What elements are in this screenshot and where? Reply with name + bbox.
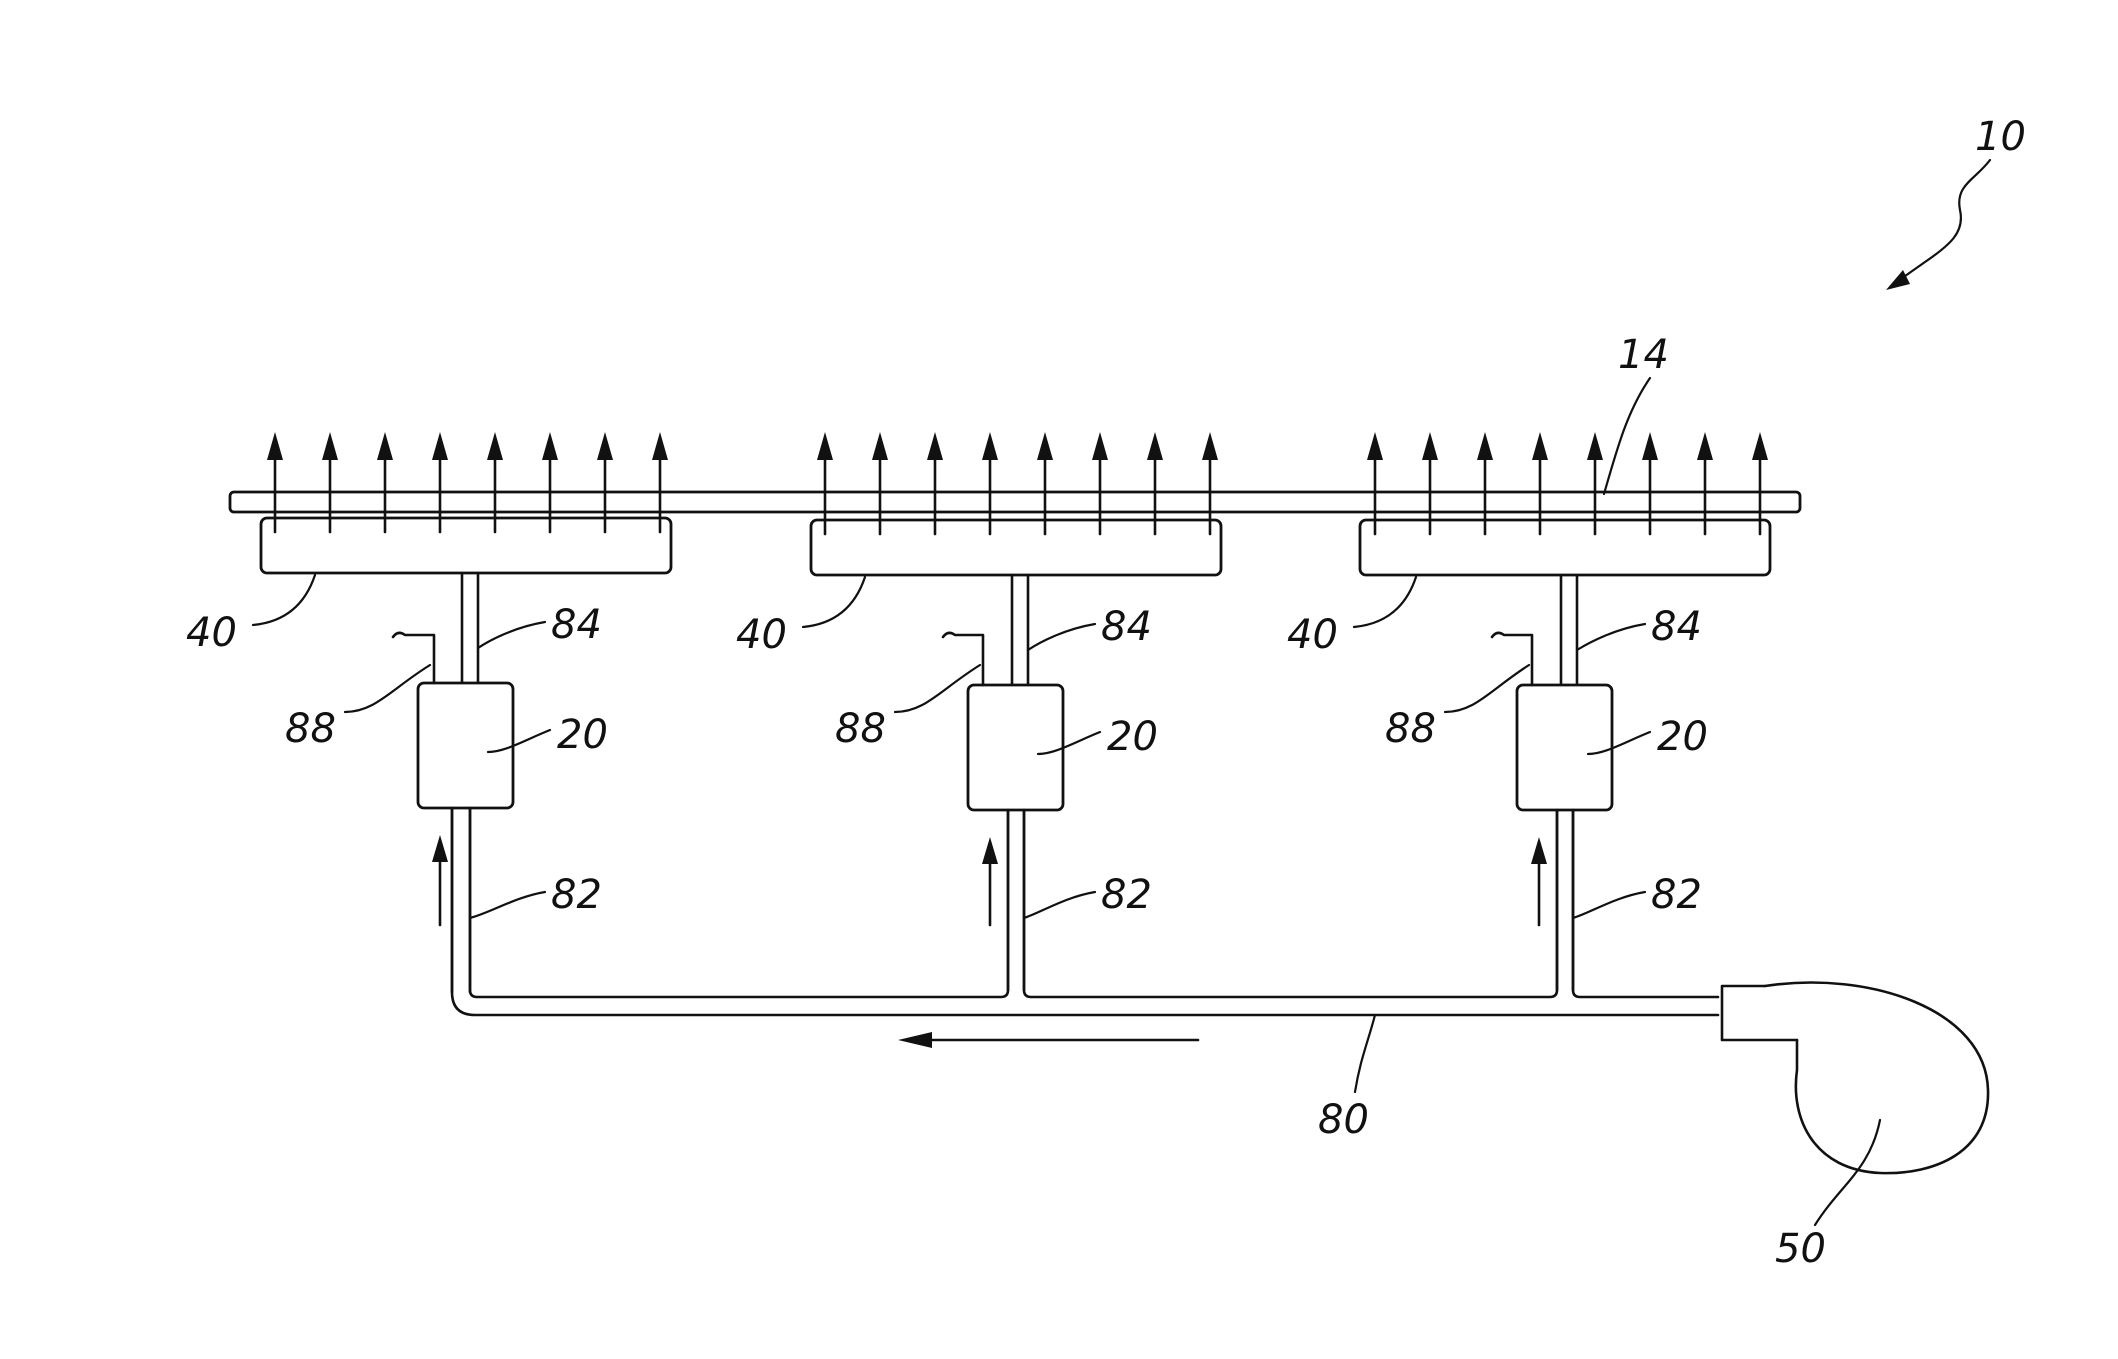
plenum-40: [1360, 520, 1770, 575]
label-50: 50: [1775, 1226, 1826, 1272]
label-88: 88: [285, 706, 336, 752]
main-duct-lower: [452, 808, 1718, 1015]
label-82: 82: [1651, 872, 1702, 918]
leader-14: [1604, 378, 1650, 494]
leader-84: [1028, 624, 1095, 650]
leader-82: [470, 892, 545, 918]
label-20: 20: [1657, 714, 1708, 760]
main-duct: 80: [452, 808, 1718, 1143]
label-88: 88: [835, 706, 886, 752]
inlet-flow-arrowhead: [982, 837, 998, 864]
inlet-flow-arrowhead: [1531, 837, 1547, 864]
leader-40: [803, 577, 865, 627]
label-80: 80: [1318, 1097, 1369, 1143]
flow-direction-arrowhead: [898, 1032, 932, 1048]
label-82: 82: [551, 872, 602, 918]
label-20: 20: [1107, 714, 1158, 760]
device-20: [418, 683, 513, 808]
unit-1: 40 84 88 20 82: [186, 432, 671, 992]
leader-10: [1898, 160, 1990, 281]
device-20: [1517, 685, 1612, 810]
label-84: 84: [1101, 604, 1152, 650]
unit-3: 40 84 88 20 82: [1287, 432, 1770, 990]
label-40: 40: [736, 612, 787, 658]
inlet-flow-arrowhead: [432, 835, 448, 862]
system-reference: 10: [1886, 114, 2026, 290]
label-20: 20: [557, 712, 608, 758]
plate-14: [230, 492, 1800, 512]
label-84: 84: [551, 602, 602, 648]
leader-82: [1024, 892, 1095, 918]
leader-84: [1577, 624, 1645, 650]
leader-82: [1573, 892, 1645, 918]
label-88: 88: [1385, 706, 1436, 752]
label-82: 82: [1101, 872, 1152, 918]
plenum-40: [811, 520, 1221, 575]
plenum-40: [261, 518, 671, 573]
blower-housing: [1765, 983, 1988, 1174]
leader-80: [1355, 1015, 1375, 1092]
arrowhead-10: [1886, 270, 1910, 290]
blower-outlet: [1722, 986, 1797, 1040]
leader-84: [478, 622, 545, 648]
label-84: 84: [1651, 604, 1702, 650]
plate: 14: [230, 332, 1800, 512]
leader-40: [253, 575, 315, 625]
device-20: [968, 685, 1063, 810]
blower: 50: [1722, 983, 1988, 1272]
label-10: 10: [1975, 114, 2026, 160]
label-14: 14: [1618, 332, 1669, 378]
label-40: 40: [186, 610, 237, 656]
label-40: 40: [1287, 612, 1338, 658]
unit-2: 40 84 88 20 82: [736, 432, 1221, 990]
leader-40: [1354, 577, 1416, 627]
